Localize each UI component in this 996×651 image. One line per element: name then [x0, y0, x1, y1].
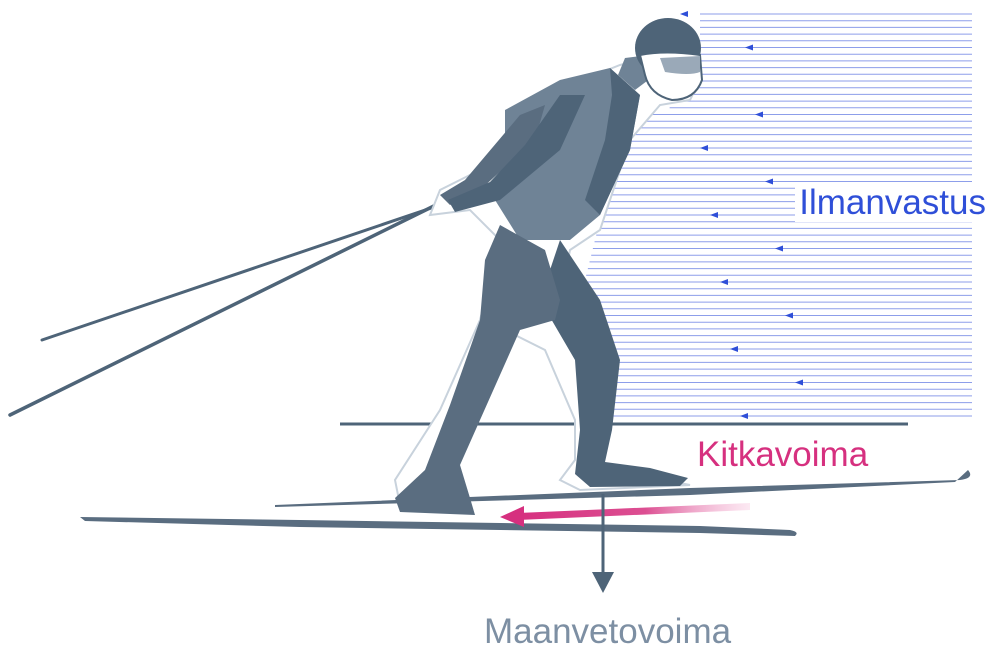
wind-arrowhead: [785, 313, 793, 319]
wind-arrowhead: [765, 179, 773, 185]
air-resistance-label: Ilmanvastus: [795, 183, 990, 222]
wind-arrowhead: [795, 380, 803, 386]
wind-arrowhead: [745, 45, 753, 51]
friction-arrow: [500, 503, 750, 527]
wind-arrowhead: [720, 279, 728, 285]
friction-label: Kitkavoima: [697, 437, 868, 472]
wind-arrowhead: [740, 413, 748, 419]
wind-arrowhead: [680, 11, 688, 17]
wind-arrowhead: [775, 246, 783, 252]
wind-arrowhead: [710, 212, 718, 218]
gravity-arrow: [592, 494, 614, 593]
wind-arrowhead: [755, 112, 763, 118]
gravity-label: Maanvetovoima: [484, 614, 731, 649]
wind-arrowhead: [700, 145, 708, 151]
wind-arrowhead: [730, 346, 738, 352]
front-ski: [80, 517, 797, 536]
ski-poles: [10, 200, 446, 415]
skier-figure: [395, 18, 702, 515]
